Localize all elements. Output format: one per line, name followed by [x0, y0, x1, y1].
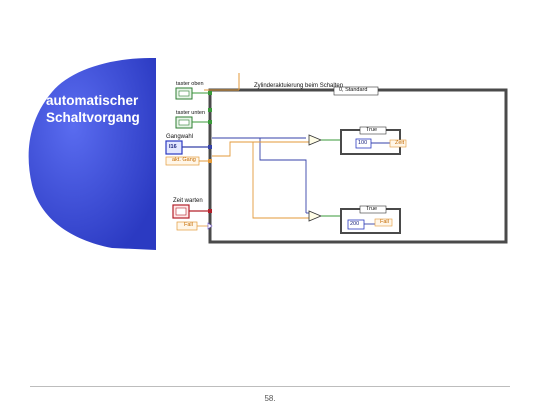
inner-case-top-constant	[355, 138, 372, 149]
slide-title: automatischer Schaltvorgang	[46, 93, 140, 125]
page-number: 58.	[264, 394, 276, 403]
gangwahl-value: I16	[169, 144, 177, 150]
footer-divider	[30, 386, 510, 387]
diagram-background	[156, 73, 509, 253]
inner-case-bottom-constant	[347, 219, 365, 230]
inner-case-bottom-value: 200	[350, 221, 360, 227]
taster-oben-label: taster oben	[176, 81, 204, 87]
case-structure-label: Zylinderaktuierung beim Schalten	[254, 83, 344, 89]
inner-case-top-local: Zeit	[395, 140, 405, 146]
inner-case-bottom-selector: True	[366, 206, 378, 212]
gang-local-label: akt. Gang	[172, 157, 196, 163]
zeit-local-label: Fall	[184, 222, 193, 228]
inner-case-top-selector: True	[366, 127, 378, 133]
zeit-warten-label: Zeit warten	[173, 198, 203, 204]
case-selector-box	[333, 86, 379, 96]
inner-case-top-value: 100	[358, 140, 368, 146]
taster-unten-label: taster unten	[176, 110, 206, 116]
comparison-node-top	[308, 134, 323, 146]
gangwahl-label: Gangwahl	[166, 134, 194, 140]
comparison-node-bottom	[308, 210, 323, 222]
case-selector-value: 0, Standard	[339, 87, 368, 93]
decorative-blob	[28, 58, 157, 250]
inner-case-bottom-local: Fall	[380, 219, 389, 225]
